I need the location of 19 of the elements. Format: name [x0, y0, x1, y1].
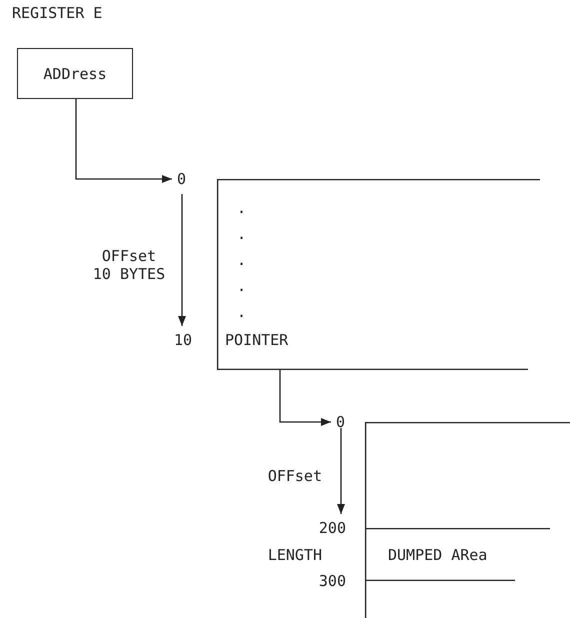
register-heading: REGISTER E [12, 4, 102, 22]
continuation-dot: . [237, 303, 246, 321]
register-box: ADDress [17, 48, 133, 99]
offset-value: 200 [318, 519, 346, 537]
arrow [279, 370, 331, 426]
continuation-dot: . [237, 199, 246, 217]
continuation-dot: . [237, 277, 246, 295]
offset-value: 0 [336, 413, 346, 431]
dimension-label: LENGTH [268, 546, 322, 564]
offset-value: 10 [174, 331, 192, 349]
offset-value: 300 [318, 572, 346, 590]
arrow [75, 99, 172, 183]
continuation-dot: . [237, 251, 246, 269]
dimension-label: OFFset [268, 467, 322, 485]
continuation-dot: . [237, 225, 246, 243]
area-label: DUMPED ARea [388, 546, 488, 564]
field-label: POINTER [225, 331, 288, 349]
dimension-label: OFFset 10 BYTES [92, 247, 166, 283]
offset-value: 0 [177, 170, 186, 188]
